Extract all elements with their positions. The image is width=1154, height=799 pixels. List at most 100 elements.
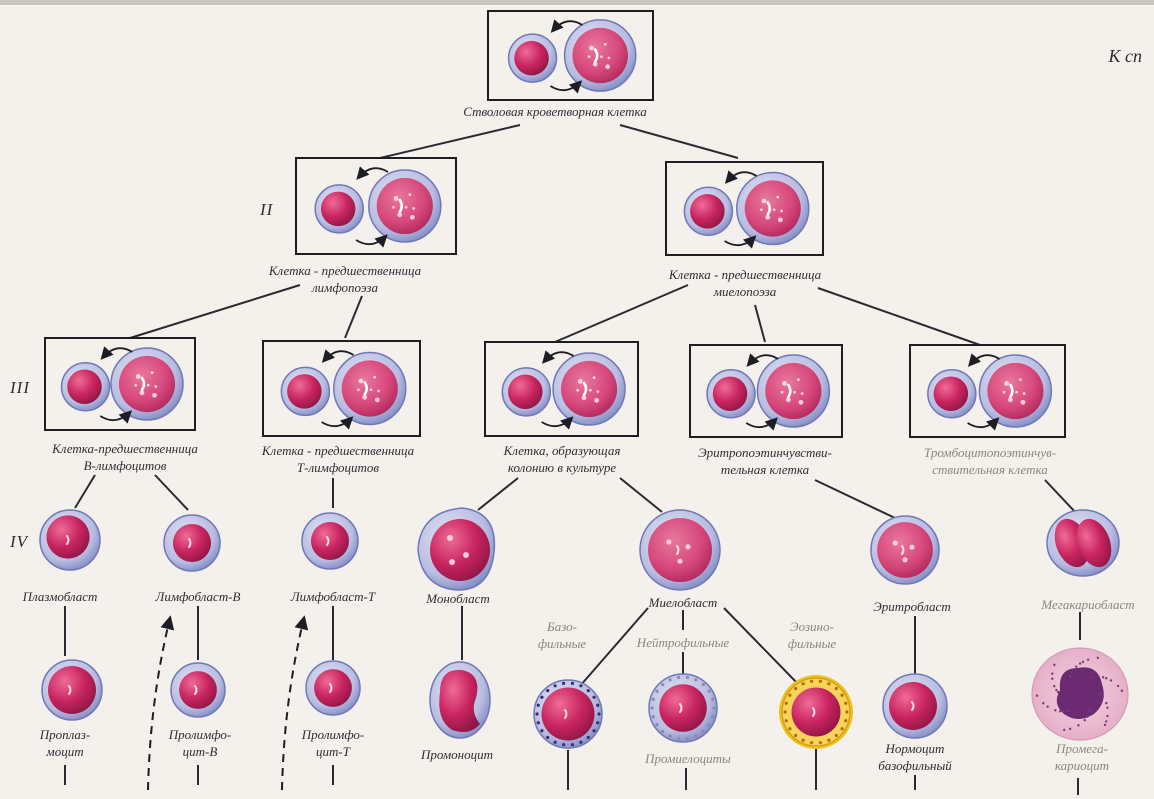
stem-granule bbox=[589, 46, 594, 51]
promegakaryocyte-granule bbox=[1104, 724, 1106, 726]
baso-promyelocyte-cell-granule bbox=[540, 696, 543, 699]
promegakaryocyte-granule bbox=[1105, 677, 1107, 679]
eosino-promyelocyte-cell-granule bbox=[794, 687, 797, 690]
myelo-progenitor-granule bbox=[762, 199, 767, 204]
prolymph-b-cell bbox=[171, 663, 225, 717]
thrombo-large-nucleus bbox=[987, 363, 1043, 419]
eosino-promyelocyte-cell-granule bbox=[785, 702, 788, 705]
baso-promyelocyte-cell bbox=[534, 680, 602, 748]
monoblast-nucleus bbox=[430, 519, 490, 581]
thrombo-granule bbox=[1023, 392, 1026, 395]
baso-promyelocyte-cell-granule bbox=[597, 712, 600, 715]
thrombo-granule bbox=[1003, 391, 1006, 394]
baso-promyelocyte-cell-granule bbox=[596, 721, 599, 724]
stem-large-nucleus bbox=[572, 28, 628, 84]
eosino-promyelocyte-cell-granule bbox=[785, 719, 788, 722]
erythroblast-cell bbox=[871, 516, 939, 584]
baso-promyelocyte-cell-granule bbox=[592, 696, 595, 699]
thrombo-granule bbox=[1019, 378, 1022, 381]
connector-thrombo-megakaryoblast bbox=[1045, 480, 1077, 514]
colony-large-nucleus bbox=[561, 361, 617, 417]
b-progenitor-small-nucleus bbox=[67, 369, 102, 404]
b-progenitor-granule bbox=[136, 374, 141, 379]
promegakaryocyte-granule bbox=[1075, 665, 1077, 667]
promyelocytes-label: Промиелоциты bbox=[645, 750, 731, 767]
b-progenitor-line-1: Клетка-предшественница bbox=[52, 440, 198, 457]
normocyte-cell bbox=[883, 674, 947, 738]
lymphoblast-b-cell-nucleus bbox=[173, 524, 211, 562]
promegakaryocyte-granule bbox=[1071, 671, 1073, 673]
corner-text: К сп bbox=[1109, 46, 1142, 67]
normocyte-label: Нормоцит базофильный bbox=[878, 740, 952, 774]
myelo-progenitor-granule bbox=[760, 208, 763, 211]
prolymph-b-line-2: цит-В bbox=[169, 743, 231, 760]
t-progenitor-line-1: Клетка - предшественница bbox=[262, 442, 414, 459]
stem-cell-label: Стволовая кроветворная клетка bbox=[463, 103, 647, 120]
eosino-branch-label: Эозино- фильные bbox=[788, 618, 836, 652]
eosino-promyelocyte-cell-granule bbox=[788, 694, 791, 697]
eosino-promyelocyte-cell-granule bbox=[835, 734, 838, 737]
colony-granule bbox=[589, 389, 592, 392]
megakaryoblast-label: Мегакариобласт bbox=[1041, 596, 1134, 613]
colony-cell-line-2: колонию в культуре bbox=[504, 459, 621, 476]
lymph-progenitor-cell-pair bbox=[315, 168, 441, 244]
t-progenitor-granule bbox=[373, 376, 376, 379]
t-progenitor-granule bbox=[375, 397, 380, 402]
baso-branch-line-2: фильные bbox=[538, 635, 586, 652]
lymph-progenitor-granule bbox=[405, 206, 408, 209]
level-III-label: III bbox=[10, 378, 30, 398]
lymph-progenitor-label: Клетка - предшественница лимфопоэза bbox=[269, 262, 421, 296]
myeloblast-label: Миелобласт bbox=[649, 594, 718, 611]
connector-lymph-t bbox=[345, 296, 362, 338]
t-progenitor-granule bbox=[357, 388, 360, 391]
promonocyte-cell bbox=[430, 662, 490, 738]
promegakaryocyte-granule bbox=[1097, 657, 1099, 659]
promegakaryocyte-granule bbox=[1105, 720, 1107, 722]
eosino-promyelocyte-cell-granule bbox=[845, 710, 848, 713]
thrombo-sensitive-label: Тромбоцитопоэтинчув- ствительная клетка bbox=[924, 444, 1056, 478]
promegakaryocyte-granule bbox=[1063, 729, 1065, 731]
thrombo-granule bbox=[1021, 400, 1026, 405]
dashed-arrow-b-recirculation bbox=[148, 618, 170, 790]
myelo-progenitor-cycle-arrow-bottom bbox=[725, 237, 755, 245]
promegakaryocyte-granule bbox=[1054, 709, 1056, 711]
promegakaryocyte-granule bbox=[1106, 715, 1108, 717]
stem-granule bbox=[605, 64, 610, 69]
myelo-progenitor-line-2: миелопоэза bbox=[669, 283, 821, 300]
myelo-progenitor-small-nucleus bbox=[690, 194, 725, 229]
eosino-promyelocyte-cell-granule bbox=[840, 694, 843, 697]
myelo-progenitor-label: Клетка - предшественница миелопоэза bbox=[669, 266, 821, 300]
myelo-progenitor-granule bbox=[773, 208, 776, 211]
promegakaryocyte-line-1: Промега- bbox=[1055, 740, 1109, 757]
promegakaryocyte-granule bbox=[1090, 676, 1092, 678]
colony-granule bbox=[576, 389, 579, 392]
t-progenitor-cycle-arrow-bottom bbox=[322, 418, 352, 426]
neutro-promyelocyte-cell bbox=[649, 674, 717, 742]
erythroblast-cell-nucleus bbox=[877, 522, 933, 578]
promegakaryocyte-granule bbox=[1086, 715, 1088, 717]
megakaryoblast-cell bbox=[1047, 510, 1119, 576]
stem-granule bbox=[588, 55, 591, 58]
erythro-sensitive-line-1: Эритропоэтинчувстви- bbox=[698, 444, 832, 461]
neutro-promyelocyte-cell-granule bbox=[702, 683, 705, 686]
baso-promyelocyte-cell-granule bbox=[546, 736, 549, 739]
promonocyte-nucleus bbox=[439, 670, 480, 732]
eosino-promyelocyte-cell-granule bbox=[802, 682, 805, 685]
erythro-granule bbox=[781, 391, 784, 394]
neutro-promyelocyte-cell-granule bbox=[652, 698, 655, 701]
lymph-progenitor-granule bbox=[394, 196, 399, 201]
eosino-promyelocyte-cell-granule bbox=[794, 734, 797, 737]
plasmoblast-cell bbox=[40, 510, 100, 570]
neutro-promyelocyte-cell-granule bbox=[712, 706, 715, 709]
promegakaryocyte-granule bbox=[1106, 706, 1108, 708]
promegakaryocyte-granule bbox=[1069, 728, 1071, 730]
prolymph-b-cell-nucleus bbox=[179, 671, 217, 709]
thrombo-granule bbox=[1015, 391, 1018, 394]
proplasmocyte-cell-nucleus bbox=[48, 666, 96, 714]
b-progenitor-large-nucleus bbox=[119, 356, 175, 412]
myelo-progenitor-cell-pair bbox=[684, 172, 808, 245]
baso-promyelocyte-cell-granule bbox=[540, 729, 543, 732]
b-progenitor-granule bbox=[152, 393, 157, 398]
lymphoblast-t-cell bbox=[302, 513, 358, 569]
connector-myelo-erythro bbox=[755, 305, 765, 342]
